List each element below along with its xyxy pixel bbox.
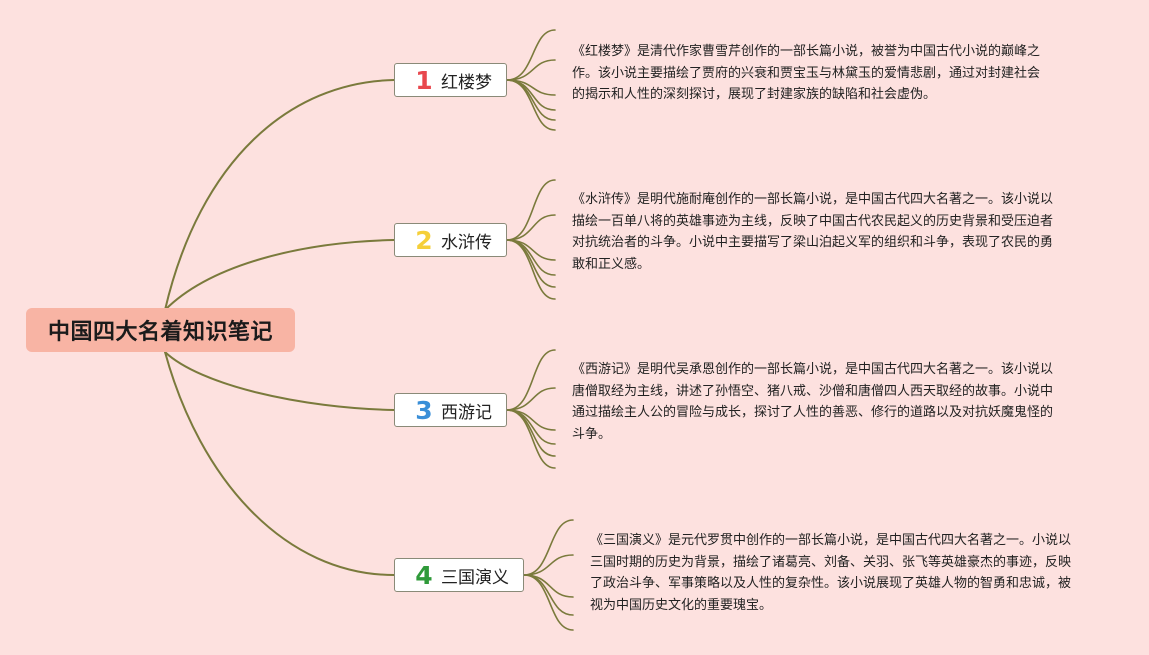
number-4-icon: 4 <box>415 560 433 590</box>
connector-root-to-branch-2 <box>164 239 395 311</box>
connector-branch-2-to-description-line-3 <box>506 239 556 261</box>
branch-description-2: 《水浒传》是明代施耐庵创作的一部长篇小说，是中国古代四大名著之一。该小说以描绘一… <box>572 192 1054 272</box>
connector-branch-2-to-description-line-4 <box>506 239 556 276</box>
connector-branch-2-to-description-line-6 <box>506 239 556 300</box>
number-3-icon: 3 <box>415 395 433 425</box>
number-1-icon: 1 <box>415 65 433 95</box>
branch-label: 三国演义 <box>441 567 509 588</box>
connector-root-to-branch-4 <box>164 351 395 576</box>
branch-description-3: 《西游记》是明代吴承恩创作的一部长篇小说，是中国古代四大名著之一。该小说以唐僧取… <box>572 362 1054 442</box>
branch-label: 西游记 <box>441 402 492 423</box>
connector-branch-3-to-description-line-2 <box>506 387 556 411</box>
connector-branch-4-to-description-line-2 <box>523 554 574 576</box>
branch-node-3[interactable]: 3 西游记 <box>394 393 507 427</box>
connector-branch-4-to-description-line-4 <box>523 574 574 616</box>
root-topic[interactable]: 中国四大名着知识笔记 <box>26 308 295 352</box>
connector-branch-3-to-description-line-1 <box>506 349 556 411</box>
connector-branch-4-to-description-line-5 <box>523 574 574 631</box>
connector-branch-1-to-description-line-2 <box>506 59 556 81</box>
connector-branch-2-to-description-line-2 <box>506 214 556 241</box>
connector-branch-1-to-description-line-6 <box>506 79 556 131</box>
connector-branch-3-to-description-line-4 <box>506 409 556 445</box>
connector-branch-1-to-description-line-1 <box>506 29 556 81</box>
connector-root-to-branch-3 <box>164 351 395 411</box>
connector-branch-4-to-description-line-1 <box>523 519 574 576</box>
connector-branch-3-to-description-line-3 <box>506 409 556 431</box>
branch-description-1: 《红楼梦》是清代作家曹雪芹创作的一部长篇小说，被誉为中国古代小说的巅峰之作。该小… <box>572 44 1041 102</box>
connector-branch-2-to-description-line-1 <box>506 179 556 241</box>
branch-label: 红楼梦 <box>441 72 492 93</box>
number-2-icon: 2 <box>415 225 433 255</box>
branch-node-1[interactable]: 1 红楼梦 <box>394 63 507 97</box>
connector-branch-3-to-description-line-6 <box>506 409 556 469</box>
connector-branch-3-to-description-line-5 <box>506 409 556 457</box>
branch-node-2[interactable]: 2 水浒传 <box>394 223 507 257</box>
branch-description-4: 《三国演义》是元代罗贯中创作的一部长篇小说，是中国古代四大名著之一。小说以三国时… <box>590 533 1072 613</box>
branch-node-4[interactable]: 4 三国演义 <box>394 558 524 592</box>
branch-label: 水浒传 <box>441 232 492 253</box>
connector-root-to-branch-1 <box>164 79 395 311</box>
